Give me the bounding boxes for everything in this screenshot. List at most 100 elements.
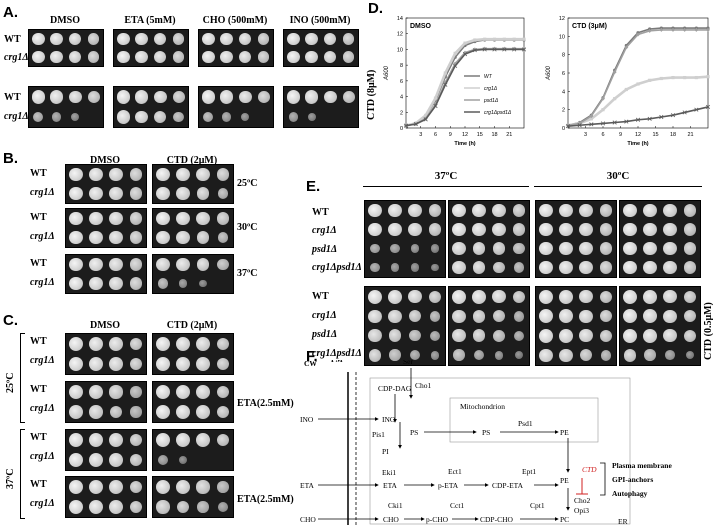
colony-spot <box>239 50 252 64</box>
strain-label: WT <box>30 212 47 223</box>
colony-spot <box>196 405 210 419</box>
colony-spot <box>69 257 83 272</box>
mitochondrion-box <box>449 397 599 443</box>
colony-spot <box>390 263 400 272</box>
data-point <box>482 47 487 52</box>
colony-spot <box>538 289 553 304</box>
data-point <box>624 87 628 92</box>
colony-spot <box>559 289 573 304</box>
bracket <box>20 429 25 519</box>
colony-spot <box>492 290 506 304</box>
colony-spot <box>69 32 82 46</box>
colony-spot <box>156 257 170 272</box>
colony-spot <box>130 406 142 418</box>
colony-spot <box>643 203 657 218</box>
colony-spot <box>155 404 171 420</box>
colony-spot <box>513 262 525 273</box>
data-point <box>589 122 594 127</box>
x-axis-label: Time (h) <box>454 141 475 147</box>
colony-spot <box>154 32 167 46</box>
colony-spot <box>286 50 300 64</box>
panel-d-side-label: CTD (8μM) <box>366 69 377 120</box>
label-ino: INO <box>300 415 314 424</box>
colony-spot <box>683 242 697 255</box>
colony-spot <box>216 405 230 419</box>
colony-spot <box>196 337 210 351</box>
colony-spot <box>89 257 103 272</box>
colony-spot <box>130 386 142 398</box>
colony-spot <box>153 90 167 104</box>
colony-spot <box>50 50 64 64</box>
colony-spot <box>50 90 64 104</box>
column-header: CHO (500mM) <box>202 15 268 26</box>
colony-spot <box>175 432 191 448</box>
colony-spot <box>428 204 442 217</box>
colony-spot <box>538 328 553 343</box>
agar-plate <box>364 200 446 278</box>
colony-spot <box>428 223 442 236</box>
strain-label: crg1Δ <box>30 231 55 242</box>
colony-spot <box>324 50 337 64</box>
colony-spot <box>129 480 143 494</box>
condition-label: ETA(2.5mM) <box>237 398 294 409</box>
colony-spot <box>286 90 300 104</box>
strain-label: WT <box>30 384 47 395</box>
data-point <box>694 107 699 112</box>
colony-spot <box>368 348 382 362</box>
colony-spot <box>663 260 677 275</box>
colony-spot <box>109 230 123 245</box>
data-point <box>647 116 652 121</box>
strain-label: crg1Δ <box>312 310 337 321</box>
data-point <box>502 47 507 52</box>
colony-spot <box>472 261 486 274</box>
colony-spot <box>71 112 80 122</box>
column-header: DMSO <box>90 155 120 166</box>
colony-spot <box>514 351 523 360</box>
colony-spot <box>430 244 440 253</box>
y-tick-label: 8 <box>400 63 403 69</box>
x-tick-label: 3 <box>419 132 422 138</box>
colony-spot <box>559 222 573 237</box>
panel-f-label: F. <box>306 348 318 365</box>
colony-spot <box>216 357 230 371</box>
colony-spot <box>539 203 553 218</box>
colony-spot <box>156 500 170 514</box>
colony-spot <box>88 479 104 495</box>
colony-spot <box>176 480 190 494</box>
colony-spot <box>472 289 486 304</box>
agar-plate <box>152 333 234 375</box>
colony-spot <box>109 453 123 467</box>
colony-spot <box>239 32 252 46</box>
colony-spot <box>368 203 382 218</box>
colony-spot <box>472 329 486 343</box>
x-tick-label: 21 <box>506 132 512 138</box>
colony-spot <box>109 167 123 182</box>
colony-spot <box>683 329 697 342</box>
strain-label: psd1Δ <box>312 244 338 255</box>
colony-spot <box>428 290 442 303</box>
column-header: ETA (5mM) <box>124 15 176 26</box>
colony-spot <box>622 309 637 324</box>
agar-plate <box>152 476 234 518</box>
colony-spot <box>154 50 167 64</box>
x-tick-label: 3 <box>584 132 587 138</box>
colony-spot <box>155 432 171 448</box>
y-tick-label: 8 <box>562 53 565 59</box>
colony-spot <box>155 356 171 372</box>
chart-title: CTD (3μM) <box>572 23 607 30</box>
label-ps: PS <box>410 428 418 437</box>
colony-spot <box>512 290 526 303</box>
colony-spot <box>216 433 230 447</box>
colony-spot <box>683 204 697 217</box>
column-header: DMSO <box>90 320 120 331</box>
colony-spot <box>452 329 466 343</box>
colony-spot <box>129 168 143 181</box>
data-point <box>413 121 418 127</box>
colony-spot <box>52 112 62 122</box>
strain-label: crg1Δ <box>30 187 55 198</box>
er-box <box>369 377 631 525</box>
colony-spot <box>89 405 103 419</box>
colony-spot <box>663 222 677 237</box>
colony-spot <box>129 187 143 200</box>
data-point <box>502 37 506 41</box>
